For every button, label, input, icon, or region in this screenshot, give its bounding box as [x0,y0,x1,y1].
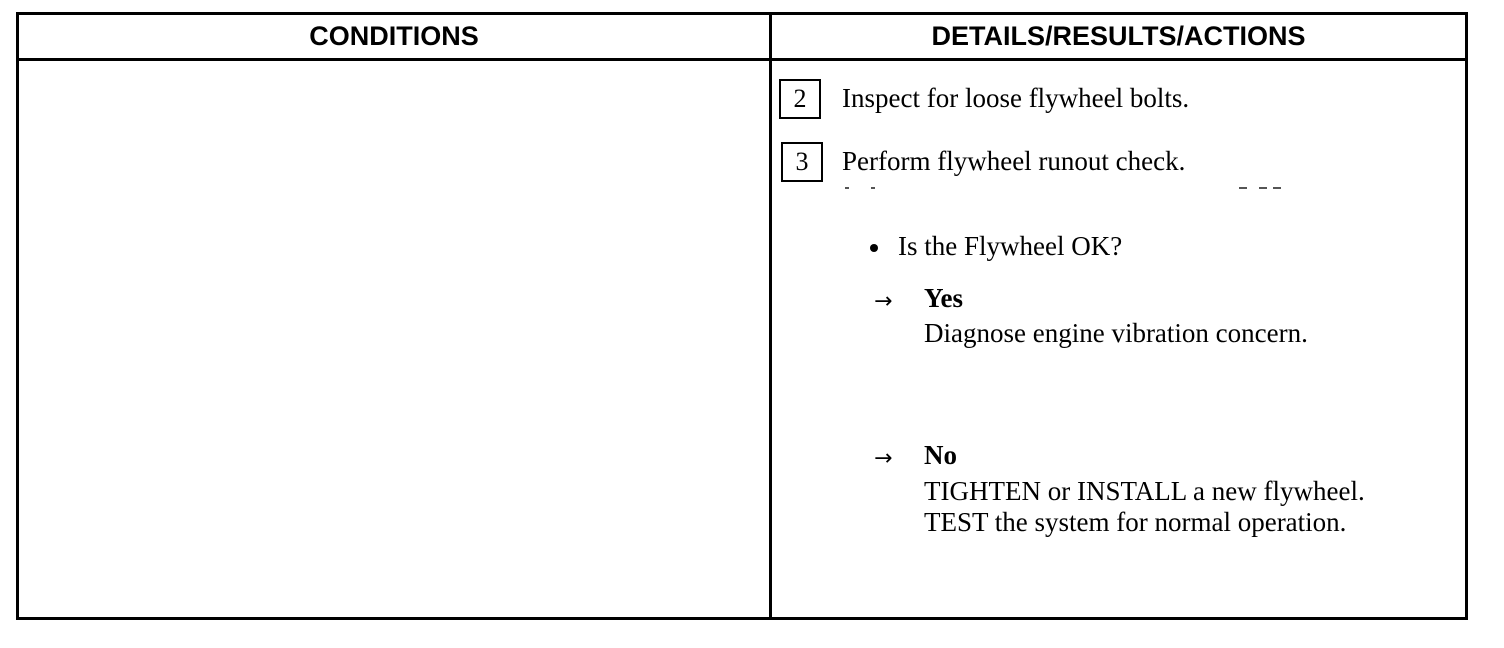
scan-artifact [845,187,849,189]
no-action-text: TIGHTEN or INSTALL a new flywheel. [924,476,1365,506]
conditions-header: CONDITIONS [309,21,479,51]
bullet-icon [870,244,878,252]
header-divider [19,58,1465,61]
scan-artifact [1259,187,1267,189]
scan-artifact [1239,187,1247,189]
step-number-box: 2 [779,79,821,119]
step-text: Inspect for loose flywheel bolts. [842,83,1190,113]
yes-action-text: Diagnose engine vibration concern. [924,318,1308,348]
no-label: No [924,440,957,470]
diagnostic-table: CONDITIONS DETAILS/RESULTS/ACTIONS 2 Ins… [16,12,1468,620]
step-number-box: 3 [781,142,823,182]
yes-label: Yes [924,283,963,313]
arrow-right-icon: → [874,289,893,314]
details-header: DETAILS/RESULTS/ACTIONS [931,21,1306,51]
scan-artifact [1273,187,1281,189]
scan-artifact [871,187,875,189]
arrow-right-icon: → [874,446,893,471]
question-text: Is the Flywheel OK? [898,231,1123,261]
column-divider [769,15,772,617]
step-text: Perform flywheel runout check. [842,146,1186,176]
no-action-text: TEST the system for normal operation. [924,507,1347,537]
